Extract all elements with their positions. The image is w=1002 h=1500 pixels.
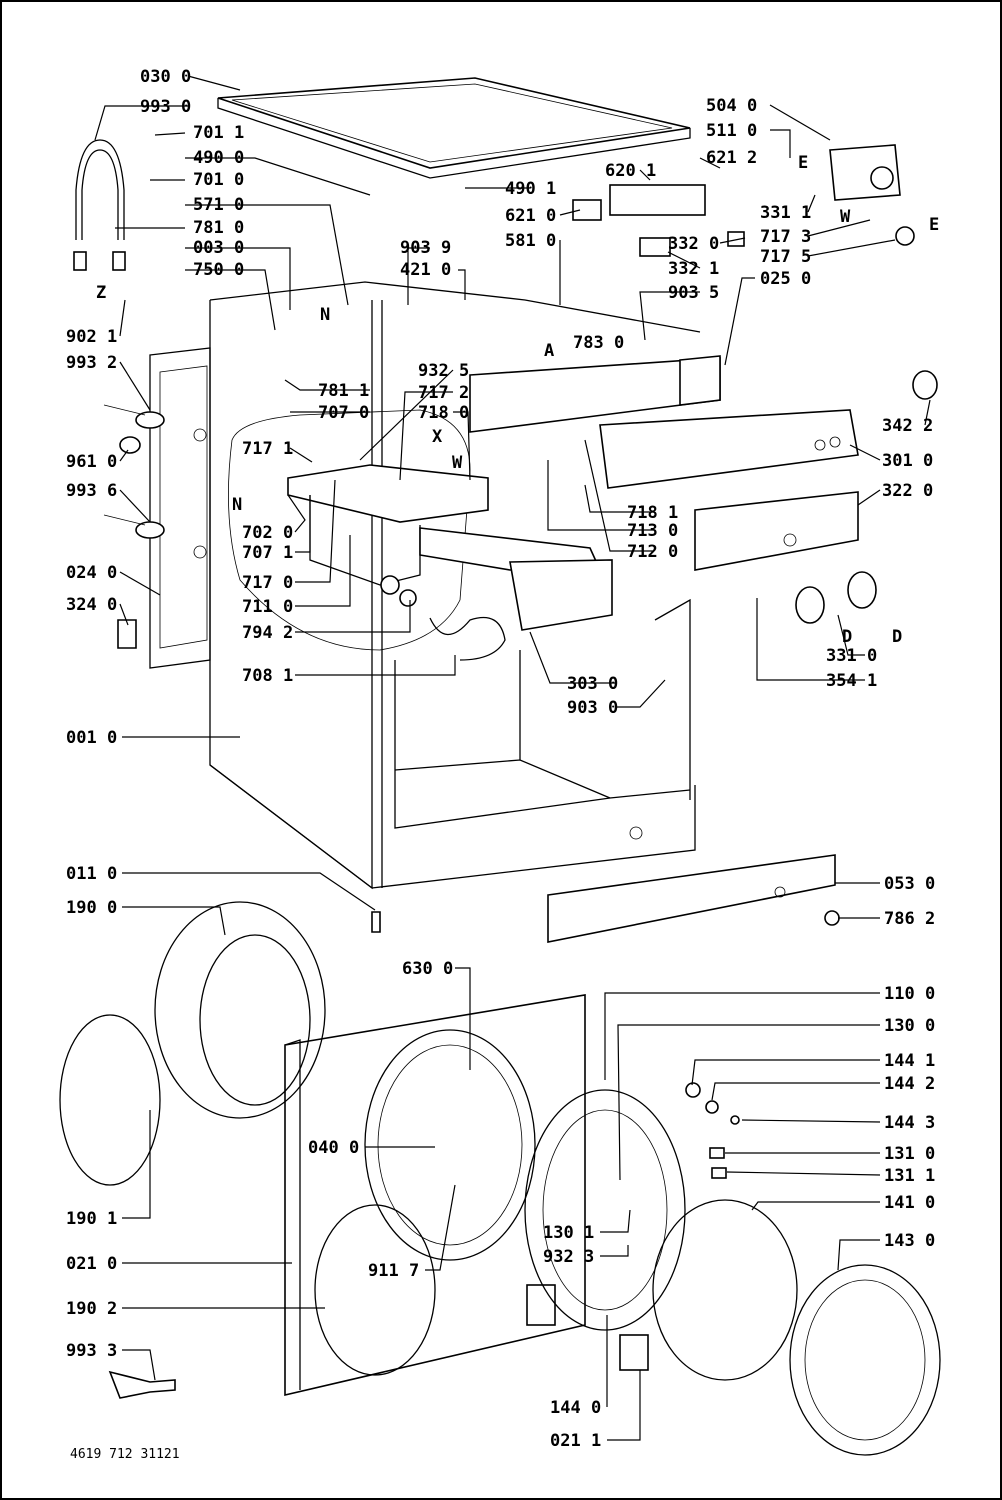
part-label: 144 3 [884, 1113, 935, 1133]
part-label: 932 3 [543, 1247, 594, 1267]
part-label: 324 0 [66, 595, 117, 615]
part-label: 024 0 [66, 563, 117, 583]
part-label: 993 0 [140, 97, 191, 117]
marker-w: W [452, 453, 463, 473]
part-label: 713 0 [627, 521, 678, 541]
part-label: 001 0 [66, 728, 117, 748]
part-label: 750 0 [193, 260, 244, 280]
part-label: 490 1 [505, 179, 556, 199]
marker-d: D [842, 627, 852, 647]
part-label: 332 0 [668, 234, 719, 254]
part-label: 717 3 [760, 227, 811, 247]
part-label: 630 0 [402, 959, 453, 979]
part-label: 021 1 [550, 1431, 601, 1451]
part-label: 301 0 [882, 451, 933, 471]
part-label: 144 0 [550, 1398, 601, 1418]
marker-z: Z [96, 283, 106, 303]
part-label: 708 1 [242, 666, 293, 686]
part-label: 011 0 [66, 864, 117, 884]
part-label: 993 6 [66, 481, 117, 501]
part-label: 718 0 [418, 403, 469, 423]
marker-x: X [432, 427, 443, 447]
part-label: 021 0 [66, 1254, 117, 1274]
part-label: 190 0 [66, 898, 117, 918]
part-label: 786 2 [884, 909, 935, 929]
marker-w: W [840, 207, 851, 227]
marker-e: E [929, 215, 939, 235]
part-label: 903 0 [567, 698, 618, 718]
part-label: 571 0 [193, 195, 244, 215]
part-label: 621 0 [505, 206, 556, 226]
part-label: 490 0 [193, 148, 244, 168]
marker-letters: Z N N A X W W E E D D [96, 153, 939, 647]
part-label: 040 0 [308, 1138, 359, 1158]
part-label: 331 1 [760, 203, 811, 223]
part-label: 717 0 [242, 573, 293, 593]
part-label: 717 5 [760, 247, 811, 267]
marker-n: N [232, 495, 242, 515]
part-label: 783 0 [573, 333, 624, 353]
part-label: 053 0 [884, 874, 935, 894]
part-label: 702 0 [242, 523, 293, 543]
marker-n: N [320, 305, 330, 325]
part-label: 332 1 [668, 259, 719, 279]
part-label: 620 1 [605, 161, 656, 181]
part-label: 717 1 [242, 439, 293, 459]
part-label: 794 2 [242, 623, 293, 643]
part-label: 143 0 [884, 1231, 935, 1251]
part-label: 621 2 [706, 148, 757, 168]
part-label: 354 1 [826, 671, 877, 691]
part-label: 421 0 [400, 260, 451, 280]
part-label: 144 2 [884, 1074, 935, 1094]
part-label: 342 2 [882, 416, 933, 436]
marker-a: A [544, 341, 554, 361]
part-label: 717 2 [418, 383, 469, 403]
part-label: 961 0 [66, 452, 117, 472]
part-label: 903 5 [668, 283, 719, 303]
part-label: 902 1 [66, 327, 117, 347]
part-label: 131 0 [884, 1144, 935, 1164]
part-label: 504 0 [706, 96, 757, 116]
part-label: 141 0 [884, 1193, 935, 1213]
part-label: 718 1 [627, 503, 678, 523]
part-label: 030 0 [140, 67, 191, 87]
part-label: 701 0 [193, 170, 244, 190]
part-label: 712 0 [627, 542, 678, 562]
part-label: 911 7 [368, 1261, 419, 1281]
part-label: 511 0 [706, 121, 757, 141]
part-label: 130 1 [543, 1223, 594, 1243]
part-label: 932 5 [418, 361, 469, 381]
part-label: 711 0 [242, 597, 293, 617]
part-label: 781 1 [318, 381, 369, 401]
part-label: 190 2 [66, 1299, 117, 1319]
part-label: 322 0 [882, 481, 933, 501]
part-label: 110 0 [884, 984, 935, 1004]
part-label: 781 0 [193, 218, 244, 238]
part-labels: 030 0 993 0 701 1 490 0 701 0 571 0 781 … [66, 67, 935, 1451]
part-label: 707 1 [242, 543, 293, 563]
part-label: 025 0 [760, 269, 811, 289]
drawing [59, 77, 941, 1456]
document-number: 4619 712 31121 [70, 1447, 180, 1462]
part-label: 993 3 [66, 1341, 117, 1361]
part-label: 130 0 [884, 1016, 935, 1036]
part-label: 701 1 [193, 123, 244, 143]
part-label: 190 1 [66, 1209, 117, 1229]
part-label: 581 0 [505, 231, 556, 251]
marker-d: D [892, 627, 902, 647]
part-label: 903 9 [400, 238, 451, 258]
part-label: 331 0 [826, 646, 877, 666]
marker-e: E [798, 153, 808, 173]
leader-lines [94, 75, 931, 1441]
part-label: 131 1 [884, 1166, 935, 1186]
part-label: 993 2 [66, 353, 117, 373]
part-label: 003 0 [193, 238, 244, 258]
part-label: 707 0 [318, 403, 369, 423]
part-label: 144 1 [884, 1051, 935, 1071]
part-label: 303 0 [567, 674, 618, 694]
